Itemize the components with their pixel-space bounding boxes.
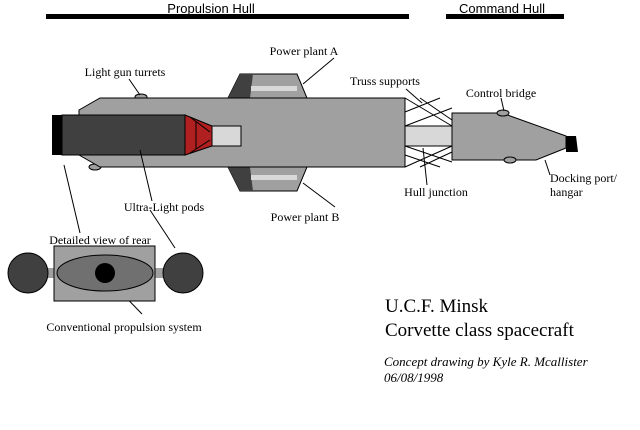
credit-date: 06/08/1998 (384, 370, 444, 385)
propulsion-hull-header: Propulsion Hull (46, 1, 409, 19)
rear-pod-left (7, 252, 49, 294)
propulsion-hull-label: Propulsion Hull (167, 1, 255, 16)
hull-junction (404, 125, 453, 147)
truss-supports (404, 97, 453, 168)
propulsion-nozzle (95, 263, 115, 283)
command-hull-header: Command Hull (446, 1, 564, 19)
rear-pod-right (162, 252, 204, 294)
power-plant-a (227, 73, 308, 99)
control-bridge-label: Control bridge (466, 86, 536, 100)
docking-port-label: Docking port/ (550, 171, 618, 185)
ship-class: Corvette class spacecraft (385, 320, 575, 341)
ultra-light-pods-label: Ultra-Light pods (124, 200, 205, 214)
light-gun-turrets-label: Light gun turrets (85, 65, 166, 79)
power-plant-b-label: Power plant B (271, 210, 340, 224)
power-plant-a-label: Power plant A (270, 44, 339, 58)
truss-supports-label: Truss supports (350, 74, 420, 88)
ship-name: U.C.F. Minsk (385, 296, 489, 317)
command-hull (451, 109, 578, 164)
credit-line: Concept drawing by Kyle R. Mcallister (384, 354, 589, 369)
detailed-view-label: Detailed view of rear (49, 233, 151, 247)
rear-detail-view (7, 245, 204, 302)
docking-port-label-2: hangar (550, 185, 583, 199)
engine-block (52, 114, 242, 156)
conventional-propulsion-label: Conventional propulsion system (46, 320, 202, 334)
power-plant-b (227, 166, 308, 192)
hull-junction-label: Hull junction (404, 185, 468, 199)
control-bridge-dome (496, 109, 510, 117)
docking-port (566, 136, 578, 152)
command-lower-bump (503, 156, 517, 164)
command-hull-label: Command Hull (459, 1, 545, 16)
